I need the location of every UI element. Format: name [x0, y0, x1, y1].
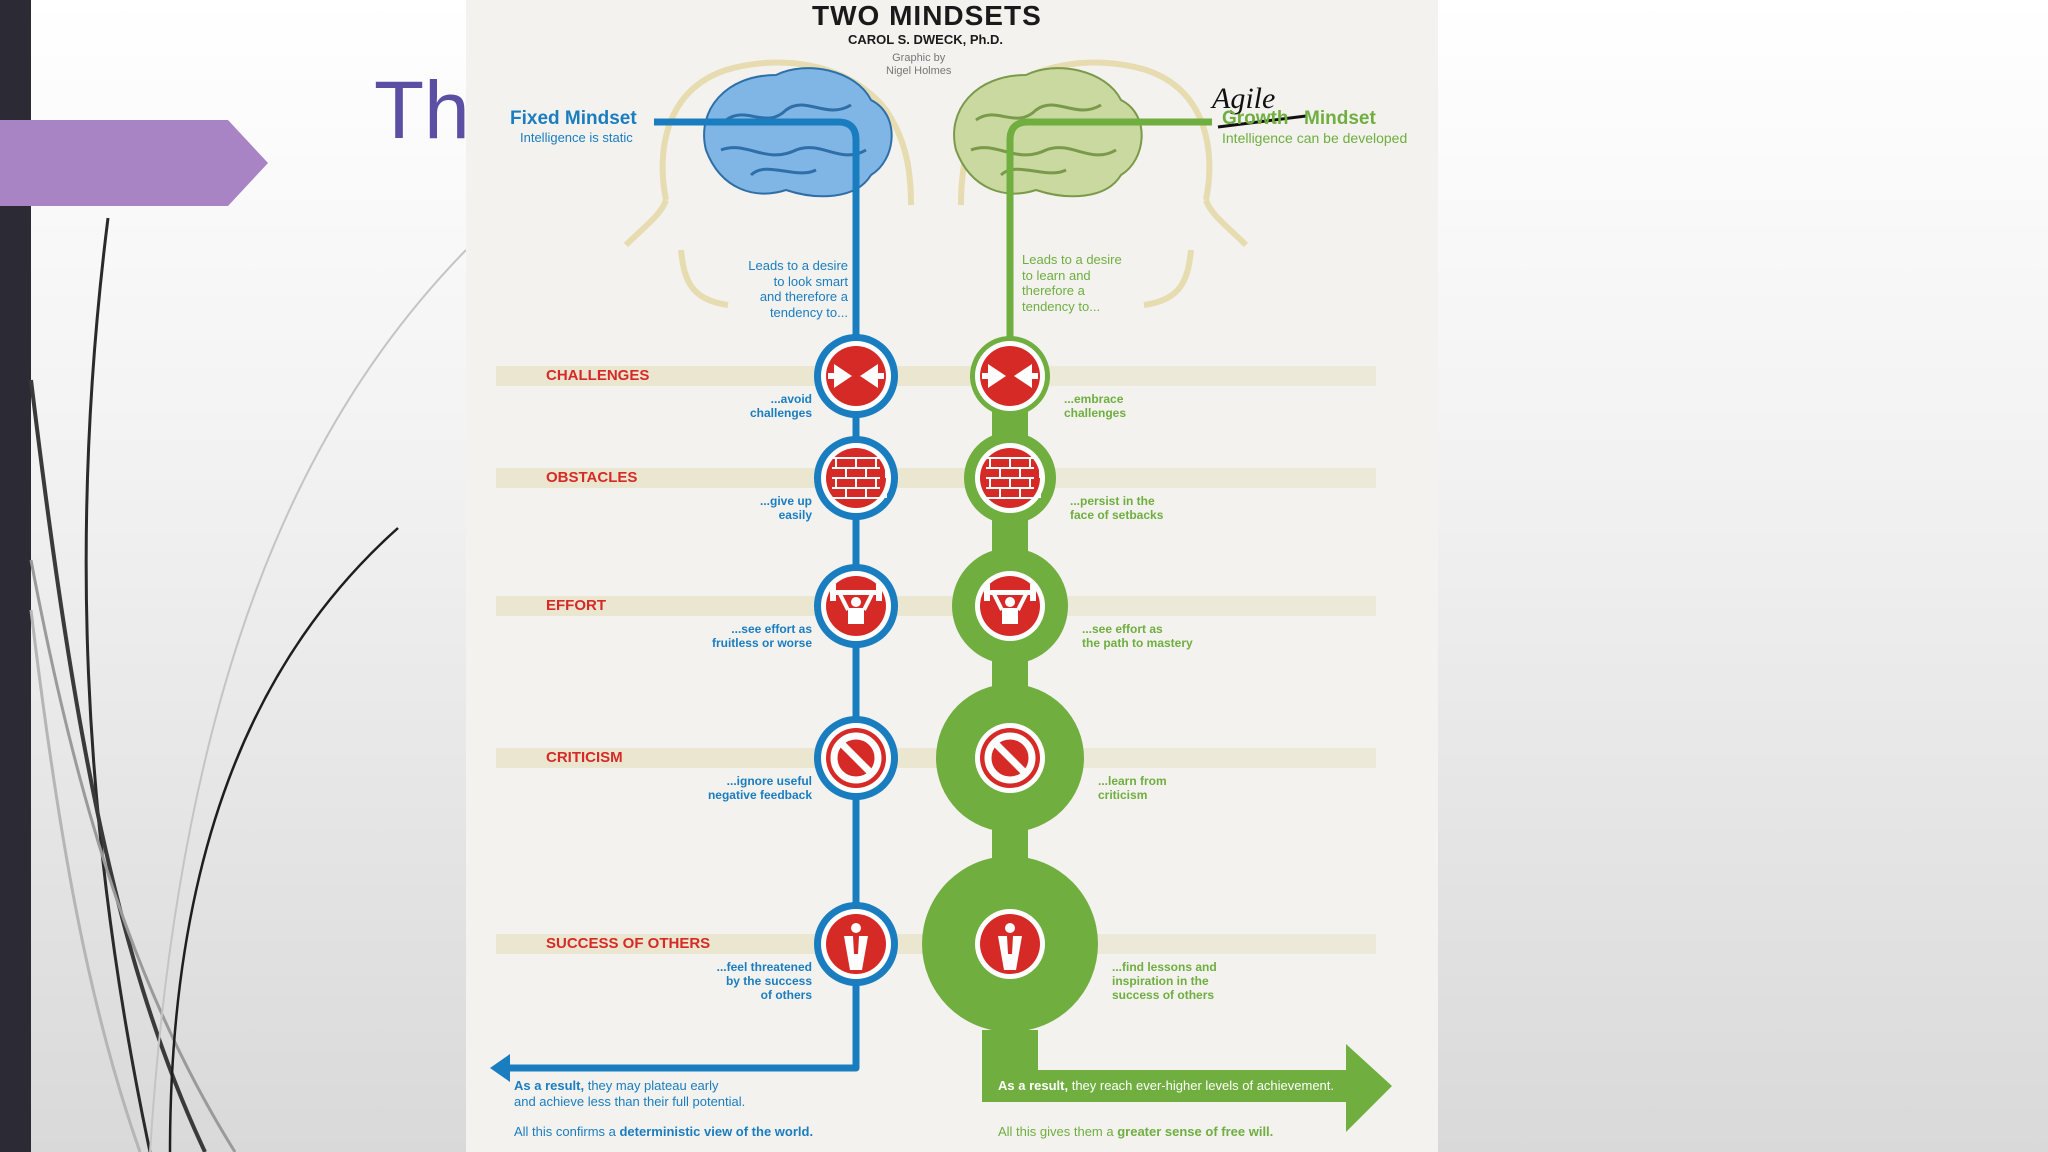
growth-response-text: ...learn from criticism [1098, 774, 1167, 802]
growth-node [970, 336, 1050, 416]
slide-title: Th [374, 65, 470, 156]
growth-result-rest: they reach ever-higher levels of achieve… [1068, 1078, 1335, 1093]
growth-arrow [982, 1030, 1392, 1132]
fixed-arrowhead [490, 1054, 510, 1082]
fixed-response-text: ...ignore useful negative feedback [707, 774, 812, 802]
growth-leads-text: Leads to a desire to learn and therefore… [1022, 252, 1122, 314]
fixed-head-silhouette [623, 59, 914, 308]
category-band [496, 366, 836, 386]
growth-mindset-label: Mindset [1304, 108, 1376, 129]
growth-response-text: ...persist in the face of setbacks [1070, 494, 1164, 522]
growth-response-text: ...see effort as the path to mastery [1082, 622, 1193, 650]
category-label: CHALLENGES [546, 367, 650, 384]
growth-result-lead: As a result, [998, 1078, 1069, 1093]
growth-conclusion-prefix: All this gives them a [998, 1124, 1118, 1139]
fixed-node [814, 334, 898, 418]
fixed-response-text: ...see effort as fruitless or worse [711, 622, 812, 650]
fixed-mindset-path [506, 118, 860, 1072]
fixed-result-lead: As a result, [514, 1078, 585, 1093]
fixed-node [814, 436, 898, 520]
person-figure-icon [826, 914, 886, 974]
growth-response-text: ...find lessons and inspiration in the s… [1112, 960, 1217, 1002]
arrows-collide-icon [826, 346, 886, 406]
category-label: CRITICISM [546, 749, 623, 766]
chevron-arrow-shape [0, 120, 268, 206]
fixed-result-line2: and achieve less than their full potenti… [514, 1094, 746, 1109]
category-band-right [1036, 596, 1376, 616]
category-band [496, 596, 836, 616]
infographic-title: TWO MINDSETS [812, 0, 1042, 31]
growth-node [964, 432, 1056, 524]
fixed-result-rest: they may plateau early [584, 1078, 719, 1093]
fixed-conclusion-bold: deterministic view of the world. [619, 1124, 814, 1139]
category-label: SUCCESS OF OTHERS [546, 935, 711, 952]
growth-conclusion: All this gives them a greater sense of f… [998, 1124, 1273, 1139]
strike-through-line [1217, 114, 1307, 129]
category-band-middle [886, 468, 986, 488]
graphic-credit: Graphic by Nigel Holmes [886, 52, 952, 77]
handwritten-agile-label: Agile [1212, 82, 1276, 115]
mindset-nodes [814, 334, 1098, 1032]
two-mindsets-infographic: TWO MINDSETS CAROL S. DWECK, Ph.D. Graph… [466, 0, 1438, 1152]
growth-struck-label: Growth [1222, 108, 1289, 129]
fixed-result-text: As a result, they may plateau early and … [514, 1078, 745, 1110]
growth-mindset-path [1006, 118, 1212, 1000]
no-sign-icon [826, 728, 886, 788]
growth-response-text: ...embrace challenges [1064, 392, 1127, 420]
category-band [496, 748, 836, 768]
fixed-conclusion-prefix: All this confirms a [514, 1124, 620, 1139]
growth-mindset-sublabel: Intelligence can be developed [1222, 130, 1408, 146]
growth-conclusion-bold: greater sense of free will. [1117, 1124, 1274, 1139]
fixed-mindset-label: Fixed Mindset [510, 108, 637, 129]
weightlifter-icon [826, 576, 886, 636]
growth-result-text: As a result, they reach ever-higher leve… [998, 1078, 1334, 1093]
fixed-brain-icon [703, 67, 893, 198]
fixed-conclusion: All this confirms a deterministic view o… [514, 1124, 813, 1139]
brick-wall-icon [826, 448, 887, 508]
growth-node [952, 548, 1068, 664]
fixed-response-text: ...avoid challenges [749, 392, 812, 420]
growth-node [922, 856, 1098, 1032]
growth-node [936, 684, 1084, 832]
brick-wall-icon [980, 448, 1041, 508]
fixed-node [814, 902, 898, 986]
fixed-mindset-sublabel: Intelligence is static [520, 130, 633, 145]
weightlifter-icon [980, 576, 1040, 636]
category-band [496, 934, 836, 954]
fixed-leads-text: Leads to a desire to look smart and ther… [748, 258, 848, 320]
fixed-node [814, 716, 898, 800]
category-band-right [1036, 748, 1376, 768]
category-band [496, 468, 836, 488]
category-band-right [1036, 366, 1376, 386]
growth-brain-icon [953, 67, 1143, 198]
category-label: OBSTACLES [546, 469, 638, 486]
category-band-right [1036, 934, 1376, 954]
infographic-graphics [490, 59, 1392, 1132]
no-sign-icon [980, 728, 1040, 788]
category-band-middle [886, 366, 986, 386]
person-figure-icon [980, 914, 1040, 974]
category-band-right [1036, 468, 1376, 488]
author-credit: CAROL S. DWECK, Ph.D. [848, 32, 1004, 47]
fixed-response-text: ...give up easily [759, 494, 812, 522]
fixed-node [814, 564, 898, 648]
category-label: EFFORT [546, 597, 606, 614]
arrows-collide-icon [980, 346, 1040, 406]
fixed-response-text: ...feel threatened by the success of oth… [716, 960, 812, 1002]
category-bands [496, 366, 1376, 954]
decorative-curves [29, 217, 467, 1152]
